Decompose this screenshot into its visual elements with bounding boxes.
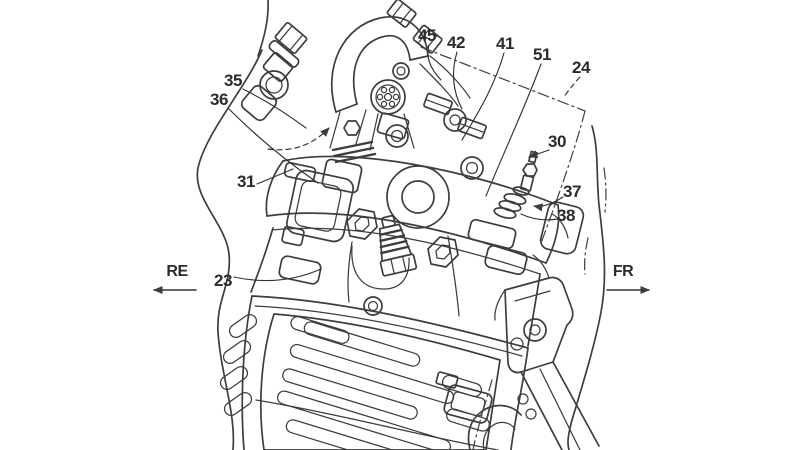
injector-clamp (329, 0, 471, 149)
ref-label-45: 45 (418, 26, 436, 45)
ref-label-38: 38 (557, 206, 575, 225)
left-head-cover (281, 161, 355, 247)
spark-plug (378, 214, 418, 277)
body-panel-contour (196, 0, 269, 450)
cam-parts (423, 92, 487, 140)
injector-flange (369, 62, 415, 151)
left-side-fins (219, 313, 258, 417)
leader-lines (228, 44, 581, 282)
phantom-chain-lines (420, 46, 586, 450)
ref-label-31: 31 (237, 172, 255, 191)
right-valve-adjuster (467, 150, 585, 276)
cylinder-head (250, 124, 560, 347)
cooling-fins (277, 316, 490, 450)
ref-label-41: 41 (496, 34, 514, 53)
frame-tube (567, 125, 607, 450)
crankcase (219, 255, 529, 450)
ref-label-35: 35 (224, 71, 242, 90)
ref-label-24: 24 (572, 58, 590, 77)
ref-label-51: 51 (533, 45, 551, 64)
fuel-hose-fitting (240, 21, 308, 122)
ref-label-36: 36 (210, 90, 228, 109)
lower-right-parts (435, 371, 537, 450)
direction-label-fr: FR (612, 263, 634, 280)
engine-mount-bracket (494, 254, 600, 450)
left-valve-adjuster (321, 120, 377, 194)
ref-label-37: 37 (563, 182, 581, 201)
direction-label-re: RE (166, 263, 188, 280)
ref-label-30: 30 (548, 132, 566, 151)
ref-label-42: 42 (447, 33, 465, 52)
ref-label-23: 23 (214, 271, 232, 290)
